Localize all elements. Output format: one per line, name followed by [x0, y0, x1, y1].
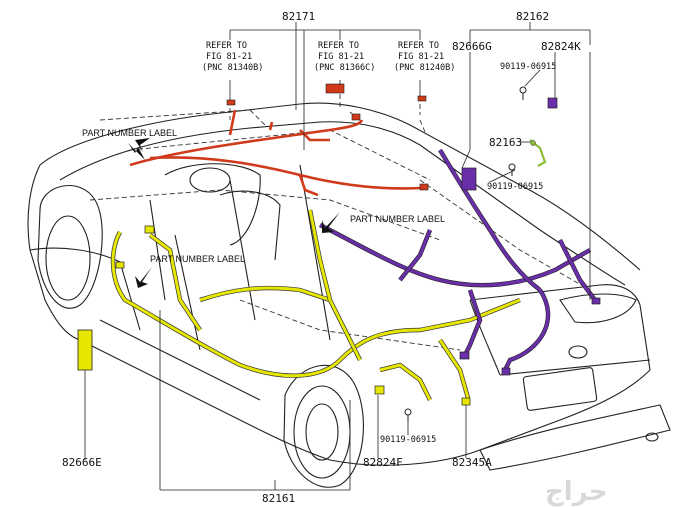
part-82345A: 82345A: [452, 456, 492, 469]
ref2-line2: FIG 81-21: [318, 52, 364, 62]
part-82666G: 82666G: [452, 40, 492, 53]
label-arrows: [128, 138, 340, 288]
ref3-line2: FIG 81-21: [398, 52, 444, 62]
part-82161: 82161: [262, 492, 295, 505]
ref2-line3: (PNC 81366C): [314, 63, 375, 73]
part-82163: 82163: [489, 136, 522, 149]
ref1-line2: FIG 81-21: [206, 52, 252, 62]
part-82171: 82171: [282, 10, 315, 23]
ref2-line1: REFER TO: [318, 41, 359, 51]
part-number-label-2: PART NUMBER LABEL: [350, 214, 445, 224]
leader-lines: [84, 22, 591, 491]
bolt-label-top: 90119-06915: [500, 62, 556, 72]
arrow-icon: [135, 267, 152, 288]
arrow-icon: [135, 138, 150, 152]
ref1-line3: (PNC 81340B): [202, 63, 263, 73]
bracket-82163: [529, 139, 547, 167]
watermark-logo: حراج: [545, 477, 608, 507]
part-number-label-1: PART NUMBER LABEL: [82, 128, 177, 138]
part-82666E: 82666E: [62, 456, 102, 469]
arrow-icon: [322, 212, 340, 233]
ref1-line1: REFER TO: [206, 41, 247, 51]
floor-harness-yellow: [77, 209, 521, 406]
roof-harness-red: [129, 83, 429, 197]
bolt-label-bottom: 90119-06915: [380, 435, 436, 445]
rear-harness-purple: [319, 97, 601, 376]
hidden-lines: [89, 94, 591, 351]
part-82162: 82162: [516, 10, 549, 23]
bolt-label-mid: 90119-06915: [487, 182, 543, 192]
ref3-line1: REFER TO: [398, 41, 439, 51]
part-number-label-3: PART NUMBER LABEL: [150, 254, 245, 264]
ref3-line3: (PNC 81240B): [394, 63, 455, 73]
bolts: [404, 86, 527, 422]
part-82824K: 82824K: [541, 40, 581, 53]
part-82824F: 82824F: [363, 456, 403, 469]
